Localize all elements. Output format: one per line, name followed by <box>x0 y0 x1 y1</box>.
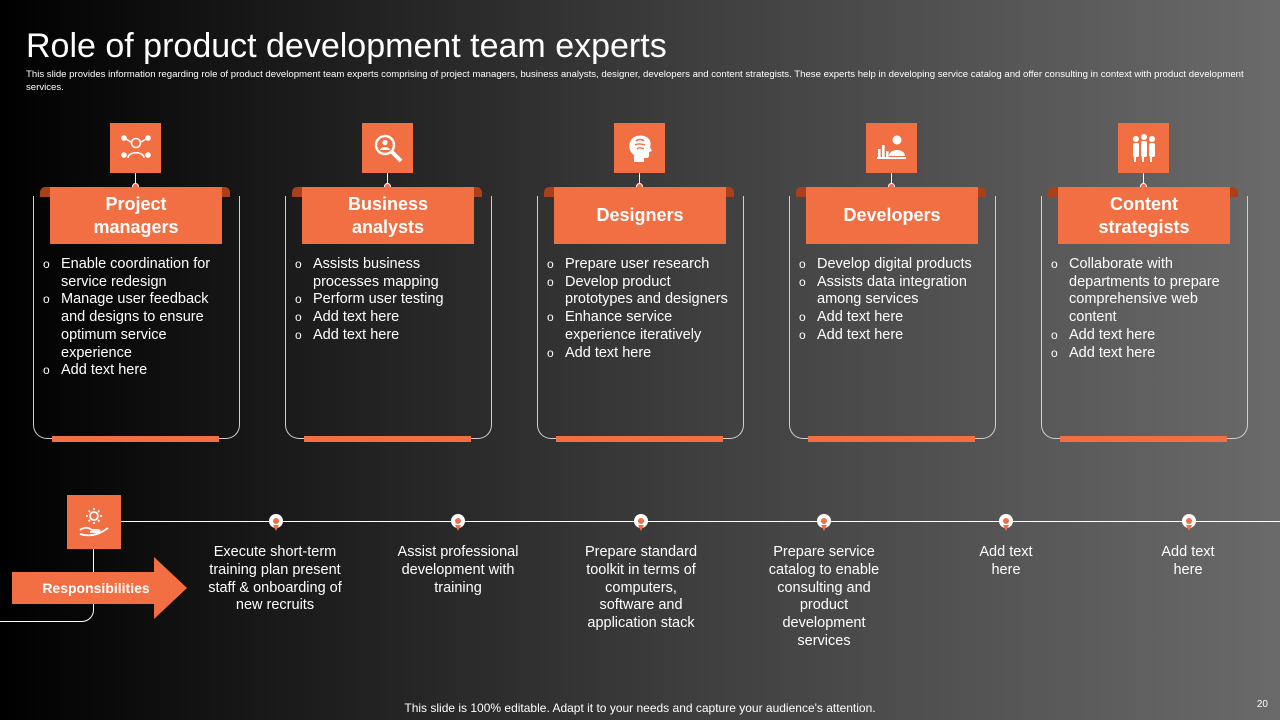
timeline-node <box>1182 514 1196 531</box>
list-item: Collaborate with departments to prepare … <box>1051 256 1239 327</box>
responsibility-item: Execute short-term training plan present… <box>208 544 342 614</box>
list-item: Develop product prototypes and designers <box>547 274 735 309</box>
list-item: Enable coordination for service redesign <box>43 256 231 291</box>
timeline-node <box>634 514 648 531</box>
responsibility-item: Prepare standard toolkit in terms of com… <box>584 544 698 632</box>
role-bullets: Enable coordination for service redesign… <box>43 256 231 380</box>
list-item: Assists business processes mapping <box>295 256 483 291</box>
team-group-icon <box>1118 123 1169 173</box>
responsibilities-arrow <box>12 557 187 619</box>
list-item: Add text here <box>547 345 735 363</box>
list-item: Develop digital products <box>799 256 987 274</box>
magnifier-person-icon <box>362 123 413 173</box>
list-item: Assists data integration among services <box>799 274 987 309</box>
role-card-developers: Developers Develop digital products Assi… <box>789 123 996 442</box>
responsibilities-label: Responsibilities <box>42 580 150 596</box>
presenter-icon <box>110 123 161 173</box>
role-bullets: Assists business processes mapping Perfo… <box>295 256 483 345</box>
page-number: 20 <box>1256 699 1268 710</box>
timeline-line <box>120 521 1280 522</box>
list-item: Add text here <box>799 309 987 327</box>
responsibility-item: Add text here <box>979 544 1033 578</box>
timeline-node <box>817 514 831 531</box>
list-item: Manage user feedback and designs to ensu… <box>43 291 231 362</box>
timeline-node <box>269 514 283 531</box>
page-subtitle: This slide provides information regardin… <box>26 69 1244 93</box>
page-title: Role of product development team experts <box>26 27 667 65</box>
responsibility-item: Assist professional development with tra… <box>397 544 519 596</box>
list-item: Add text here <box>799 327 987 345</box>
list-item: Enhance service experience iteratively <box>547 309 735 344</box>
head-brain-icon <box>614 123 665 173</box>
list-item: Add text here <box>295 327 483 345</box>
timeline-node <box>999 514 1013 531</box>
role-bullets: Develop digital products Assists data in… <box>799 256 987 345</box>
role-bullets: Prepare user research Develop product pr… <box>547 256 735 362</box>
responsibility-item: Prepare service catalog to enable consul… <box>768 544 880 649</box>
role-card-designers: Designers Prepare user research Develop … <box>537 123 744 442</box>
role-bullets: Collaborate with departments to prepare … <box>1051 256 1239 362</box>
list-item: Add text here <box>43 362 231 380</box>
list-item: Prepare user research <box>547 256 735 274</box>
list-item: Perform user testing <box>295 291 483 309</box>
list-item: Add text here <box>295 309 483 327</box>
timeline-node <box>451 514 465 531</box>
list-item: Add text here <box>1051 345 1239 363</box>
developer-chart-icon <box>866 123 917 173</box>
role-title: Developers <box>806 187 978 244</box>
footer-note: This slide is 100% editable. Adapt it to… <box>404 701 876 715</box>
role-title: Designers <box>554 187 726 244</box>
responsibility-item: Add text here <box>1161 544 1215 578</box>
list-item: Add text here <box>1051 327 1239 345</box>
hand-gear-icon <box>67 495 121 549</box>
